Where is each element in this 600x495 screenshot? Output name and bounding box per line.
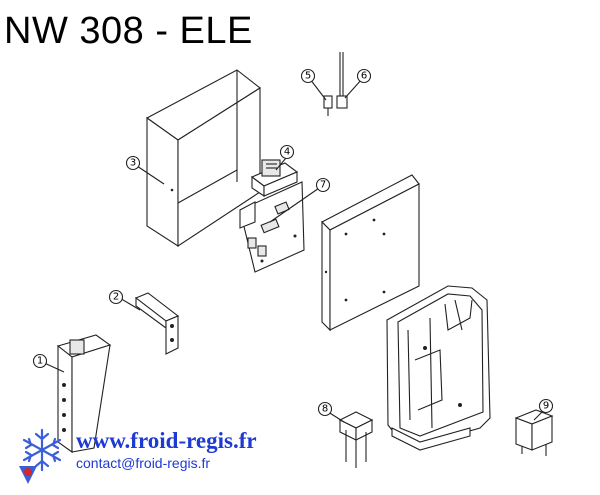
callout-5-label: 5 bbox=[305, 71, 311, 82]
snowflake-icon bbox=[22, 428, 62, 472]
part-relay bbox=[514, 409, 554, 456]
callout-7: 7 bbox=[315, 177, 331, 193]
part-base-housing bbox=[386, 285, 491, 451]
callout-8: 8 bbox=[317, 401, 333, 417]
callout-6-label: 6 bbox=[361, 71, 367, 82]
callout-4: 4 bbox=[279, 144, 295, 160]
part-clip-left bbox=[323, 95, 333, 116]
part-transformer bbox=[250, 159, 299, 198]
part-front-panel bbox=[321, 174, 420, 332]
contact-email-link[interactable]: contact@froid-regis.fr bbox=[76, 455, 211, 471]
callout-1-label: 1 bbox=[37, 356, 43, 367]
part-clip-right bbox=[336, 52, 348, 109]
callout-9-label: 9 bbox=[543, 401, 549, 412]
callout-8-label: 8 bbox=[322, 404, 328, 415]
callout-7-label: 7 bbox=[320, 180, 326, 191]
callout-5: 5 bbox=[300, 68, 316, 84]
page-title: NW 308 - ELE bbox=[4, 10, 253, 52]
callout-3-label: 3 bbox=[130, 158, 136, 169]
part-terminal-holder bbox=[56, 334, 112, 454]
callout-1: 1 bbox=[32, 353, 48, 369]
callout-9: 9 bbox=[538, 398, 554, 414]
part-circuit-board bbox=[239, 181, 305, 273]
part-bracket bbox=[134, 292, 180, 355]
callout-2-label: 2 bbox=[113, 292, 119, 303]
froid-regis-logo bbox=[19, 428, 62, 484]
callout-3: 3 bbox=[125, 155, 141, 171]
callout-2: 2 bbox=[108, 289, 124, 305]
callout-4-label: 4 bbox=[284, 147, 290, 158]
callout-6: 6 bbox=[356, 68, 372, 84]
part-cover-box bbox=[145, 69, 261, 248]
sun-icon bbox=[19, 466, 37, 484]
part-terminal-block bbox=[338, 411, 374, 468]
website-link[interactable]: www.froid-regis.fr bbox=[76, 428, 257, 453]
